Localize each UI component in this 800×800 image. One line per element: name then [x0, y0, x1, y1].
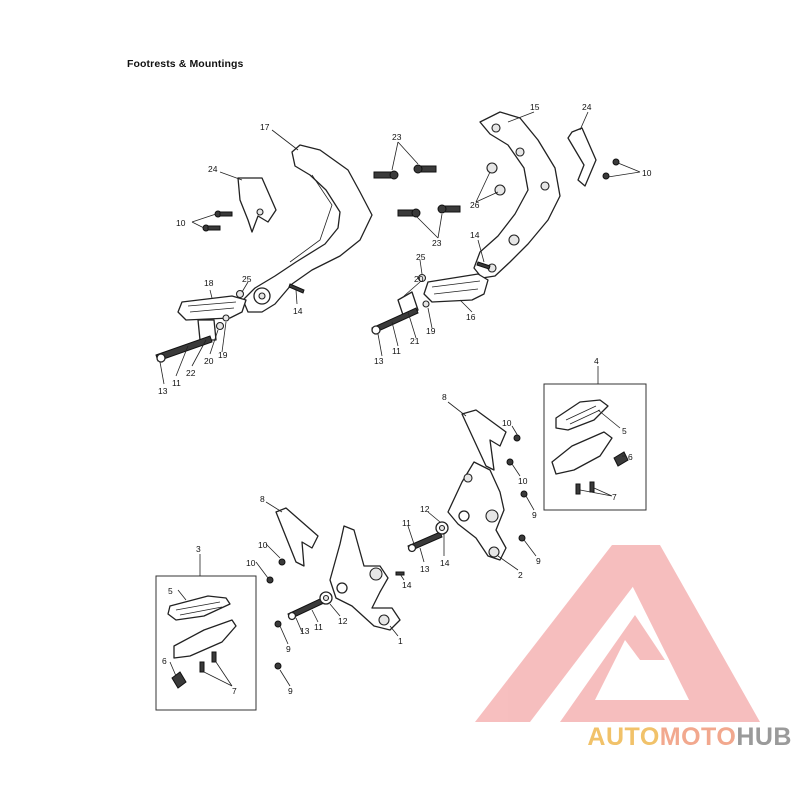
callout-13-right: 13	[374, 356, 384, 366]
washer-25-right	[417, 273, 427, 283]
footrest-rubber-5-left	[167, 595, 231, 621]
callout-7-left: 7	[232, 686, 237, 696]
front-hanger-right-assembly	[407, 383, 647, 561]
watermark-logo-icon	[475, 545, 760, 722]
callout-26: 26	[470, 200, 480, 210]
callout-1: 1	[398, 636, 403, 646]
callout-6-right: 6	[628, 452, 633, 462]
front-hanger-left	[329, 525, 401, 631]
spacer-26a	[486, 162, 498, 174]
watermark-part-hub: HUB	[736, 723, 792, 751]
callout-5-right: 5	[622, 426, 627, 436]
callout-9-mid-b: 9	[536, 556, 541, 566]
spacer-26b	[494, 184, 506, 196]
watermark-part-auto: AUTO	[587, 723, 660, 751]
callout-10-low-b: 10	[246, 558, 256, 568]
footrest-6-left	[173, 619, 237, 659]
callout-12-right: 12	[420, 504, 430, 514]
callout-14-low: 14	[402, 580, 412, 590]
page-title: Footrests & Mountings	[127, 58, 244, 70]
callout-19: 19	[218, 350, 228, 360]
rear-hanger-right	[473, 111, 561, 279]
footrest-kit-box-4	[543, 383, 647, 511]
callout-10-mid-a: 10	[502, 418, 512, 428]
heel-guard-8-right	[461, 409, 507, 471]
callout-16: 16	[466, 312, 476, 322]
pin-14-right	[476, 261, 491, 270]
callout-24: 24	[208, 164, 218, 174]
callout-labels: 17 24 10 18 25 14 20 19 22 11 13 23 23 1…	[158, 102, 652, 696]
callout-11: 11	[172, 378, 181, 388]
front-hanger-right	[447, 461, 507, 561]
rear-hanger-bracket	[242, 144, 373, 313]
callout-4: 4	[594, 356, 599, 366]
callout-10: 10	[176, 218, 186, 228]
callout-14-mid: 14	[440, 558, 450, 568]
callout-3: 3	[196, 544, 201, 554]
rear-hanger-assembly	[155, 144, 373, 363]
callout-10-mid-b: 10	[518, 476, 528, 486]
callout-14: 14	[293, 306, 303, 316]
heel-guard-8-left	[275, 507, 319, 567]
callout-7-right: 7	[612, 492, 617, 502]
callout-14-right: 14	[470, 230, 480, 240]
callout-8-right: 8	[442, 392, 447, 402]
callout-9-low-b: 9	[288, 686, 293, 696]
footrest-6-right	[551, 431, 613, 475]
callout-23a: 23	[392, 132, 402, 142]
callout-24-right: 24	[582, 102, 592, 112]
callout-11-low: 11	[314, 622, 323, 632]
rear-hanger-right-assembly	[371, 111, 620, 335]
callout-25-right: 25	[416, 252, 426, 262]
callout-13-low: 13	[300, 626, 310, 636]
callout-19-right: 19	[426, 326, 436, 336]
callout-2: 2	[518, 570, 523, 580]
heel-guard-right	[567, 127, 597, 187]
heel-guard-left	[237, 177, 277, 233]
watermark-part-moto: MOTO	[659, 723, 737, 751]
callout-15: 15	[530, 102, 540, 112]
callout-11-right: 11	[392, 346, 401, 356]
callout-25: 25	[242, 274, 252, 284]
callout-6-left: 6	[162, 656, 167, 666]
callout-23b: 23	[432, 238, 442, 248]
footrest-right	[423, 273, 489, 303]
callout-20-right: 20	[414, 274, 424, 284]
footrest-left	[177, 295, 247, 321]
callout-13-mid: 13	[420, 564, 430, 574]
callout-5-left: 5	[168, 586, 173, 596]
callout-18: 18	[204, 278, 214, 288]
footrest-rubber-5-right	[555, 399, 609, 431]
callout-13: 13	[158, 386, 168, 396]
callout-8-left: 8	[260, 494, 265, 504]
callout-22: 22	[186, 368, 196, 378]
callout-20: 20	[204, 356, 214, 366]
watermark-text: AUTOMOTOHUB	[587, 723, 792, 752]
front-hanger-left-assembly	[155, 507, 405, 711]
callout-10-right: 10	[642, 168, 652, 178]
washer-25-left	[235, 289, 245, 299]
callout-9-mid-a: 9	[532, 510, 537, 520]
callout-11-mid: 11	[402, 518, 411, 528]
callout-10-low-a: 10	[258, 540, 268, 550]
callout-12-low: 12	[338, 616, 348, 626]
callout-9-low-a: 9	[286, 644, 291, 654]
callout-leaders	[159, 111, 641, 687]
callout-21: 21	[410, 336, 420, 346]
footrest-kit-box-3	[155, 575, 257, 711]
callout-17: 17	[260, 122, 270, 132]
